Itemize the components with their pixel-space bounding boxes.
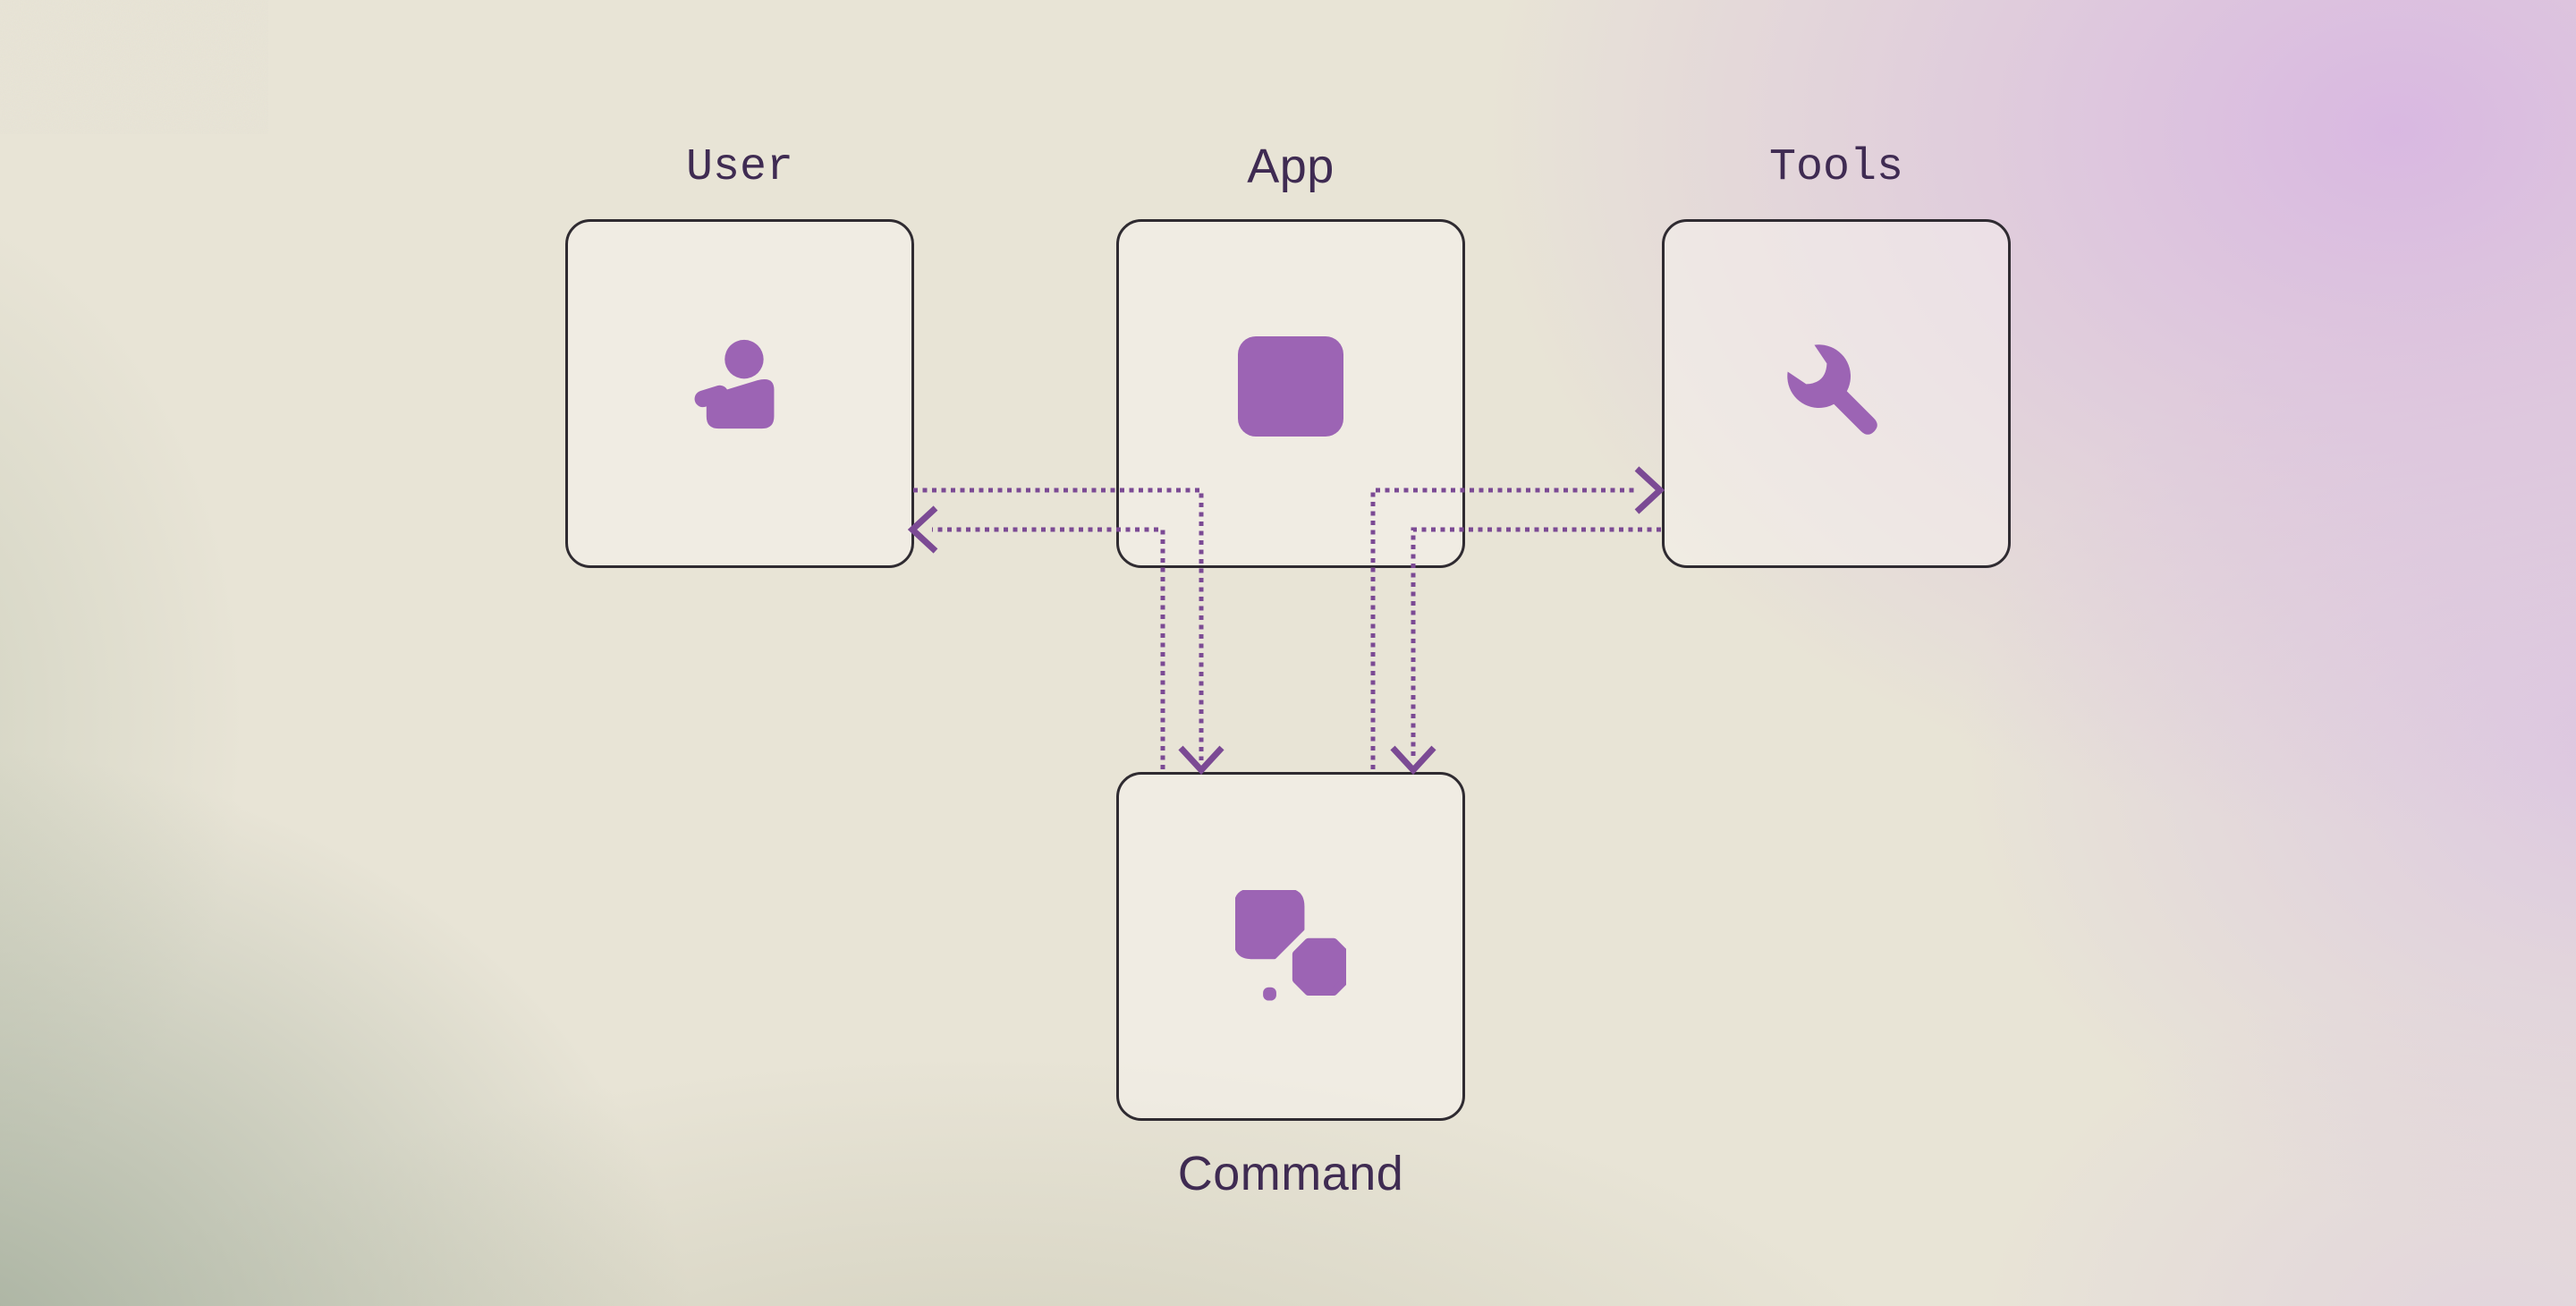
node-user bbox=[565, 219, 914, 568]
edge-command-to-user bbox=[932, 527, 1165, 769]
node-command bbox=[1116, 772, 1465, 1121]
node-tools bbox=[1662, 219, 2011, 568]
arrowhead-right-command-to-tools bbox=[1634, 466, 1665, 514]
rounded-square-icon bbox=[1238, 336, 1343, 437]
arrowhead-left-command-to-user bbox=[907, 505, 938, 554]
shapes-icon bbox=[1235, 890, 1346, 1001]
node-command-label: Command bbox=[1177, 1147, 1404, 1200]
person-icon bbox=[694, 339, 775, 429]
node-app-label: App bbox=[1247, 140, 1335, 193]
grain-texture bbox=[0, 0, 268, 134]
arrowhead-down-user-to-command bbox=[1178, 745, 1224, 776]
node-app bbox=[1116, 219, 1465, 568]
node-user-label: User bbox=[685, 142, 794, 193]
arrowhead-down-tools-to-command bbox=[1390, 745, 1436, 776]
node-tools-label: Tools bbox=[1768, 142, 1904, 193]
wrench-icon bbox=[1787, 344, 1877, 435]
